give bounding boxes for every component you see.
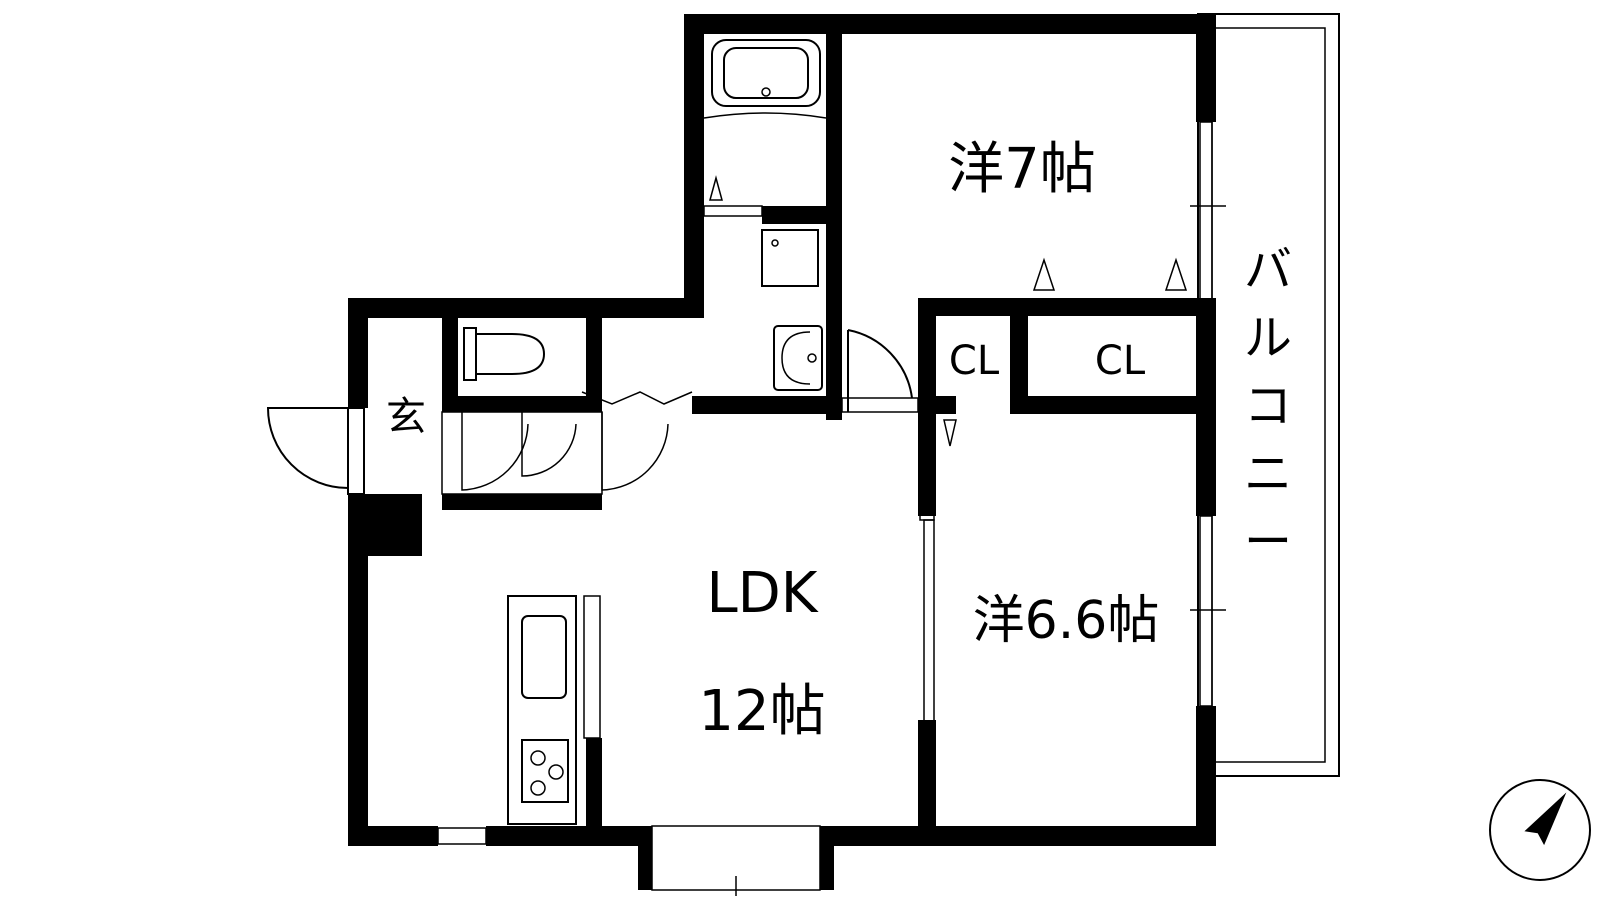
compass-arrow-icon: [1524, 792, 1567, 846]
room-label-ldk-size: 12帖: [698, 679, 825, 744]
balcony-char-3: コ: [1244, 378, 1292, 434]
north-compass: [1489, 779, 1591, 881]
balcony-char-5: ー: [1244, 514, 1292, 570]
balcony-char-1: バ: [1244, 242, 1292, 298]
room-label-ldk: LDK: [706, 561, 818, 626]
sliding-door-ldk: [919, 413, 957, 825]
washing-machine-space: [761, 229, 819, 287]
toilet: [463, 327, 693, 405]
closet-label-large: CL: [1095, 338, 1146, 384]
balcony-char-2: ル: [1244, 310, 1292, 366]
kitchen-counter: [507, 595, 601, 825]
washroom-door: [841, 329, 919, 413]
balcony-char-4: ニ: [1244, 446, 1292, 502]
front-door: [266, 407, 365, 495]
bathtub: [703, 39, 827, 119]
washbasin: [773, 325, 823, 391]
room-label-western-7: 洋7帖: [948, 137, 1096, 202]
entrance-label: 玄: [386, 394, 426, 440]
closet-doors: [1027, 257, 1197, 313]
bath-door: [703, 175, 763, 217]
windows: [437, 121, 1226, 896]
shoe-cabinet-doors: [441, 399, 669, 495]
room-label-western-6-6: 洋6.6帖: [973, 591, 1160, 651]
closet-label-small: CL: [949, 338, 1000, 384]
balcony-label: バ ル コ ニ ー: [1244, 242, 1292, 570]
